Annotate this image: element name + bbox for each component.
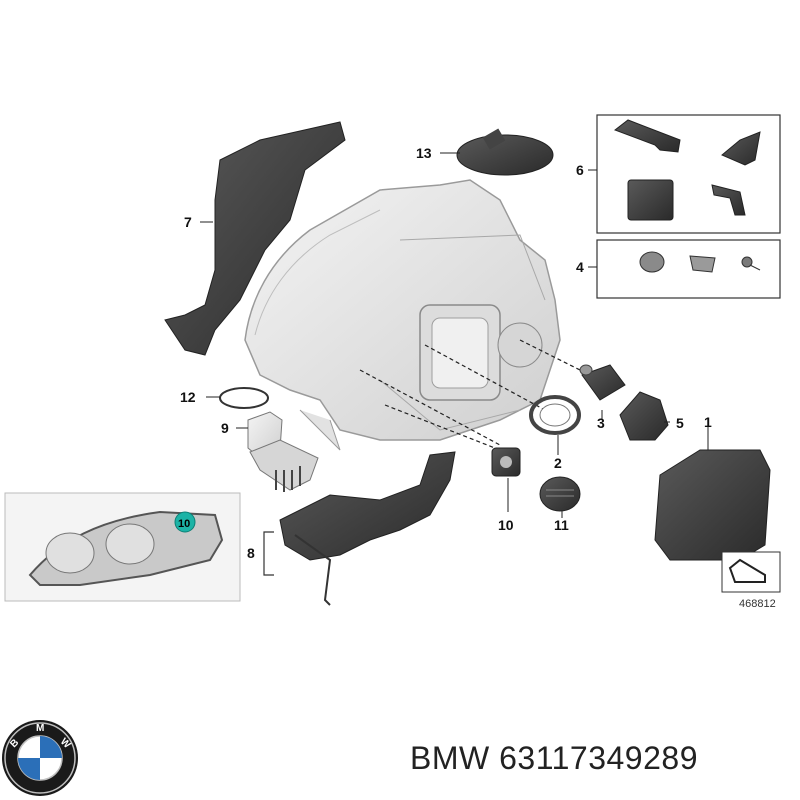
callout-2: 2: [554, 455, 562, 471]
logo-letter-m: M: [36, 723, 44, 734]
callout-4: 4: [576, 259, 584, 275]
callout-11: 11: [554, 517, 569, 533]
callout-6: 6: [576, 162, 584, 178]
part-2-ring: [529, 395, 581, 435]
box-4: [596, 239, 781, 299]
part-5-cap: [619, 391, 669, 441]
headlight-housing: [244, 179, 561, 451]
callout-1: 1: [704, 414, 712, 430]
part-3-bulb: [579, 364, 626, 401]
callout-lines: [200, 152, 709, 518]
callout-12: 12: [180, 389, 196, 405]
callout-3: 3: [597, 415, 605, 431]
caption-part-number: 63117349289: [499, 740, 698, 776]
car-inset: [4, 492, 241, 602]
part-10-socket: [491, 447, 521, 477]
diagram-number: 468812: [739, 598, 776, 610]
part-12-gasket: [219, 387, 269, 409]
leader-lines: [359, 339, 591, 451]
part-11-cap: [539, 476, 581, 512]
part-9-module: [247, 411, 319, 492]
callout-13: 13: [416, 145, 432, 161]
callout-7: 7: [184, 214, 192, 230]
caption-brand: BMW: [410, 740, 490, 776]
callout-10: 10: [498, 517, 514, 533]
part-6-pieces: [613, 119, 761, 221]
part-4-pieces: [639, 251, 761, 273]
part-1-control-unit: [654, 449, 771, 561]
callout-5: 5: [676, 415, 684, 431]
inset-marker-label: 10: [178, 518, 190, 530]
callout-8: 8: [247, 545, 255, 561]
callout-9: 9: [221, 420, 229, 436]
part-caption: BMW 63117349289: [410, 740, 790, 777]
diagram-number-box: [721, 551, 781, 593]
bracket-8: [263, 531, 274, 576]
bmw-logo: B M W: [2, 720, 78, 796]
part-8-duct: [279, 451, 456, 606]
part-7-bracket: [164, 121, 346, 356]
part-13-cap: [456, 128, 554, 176]
